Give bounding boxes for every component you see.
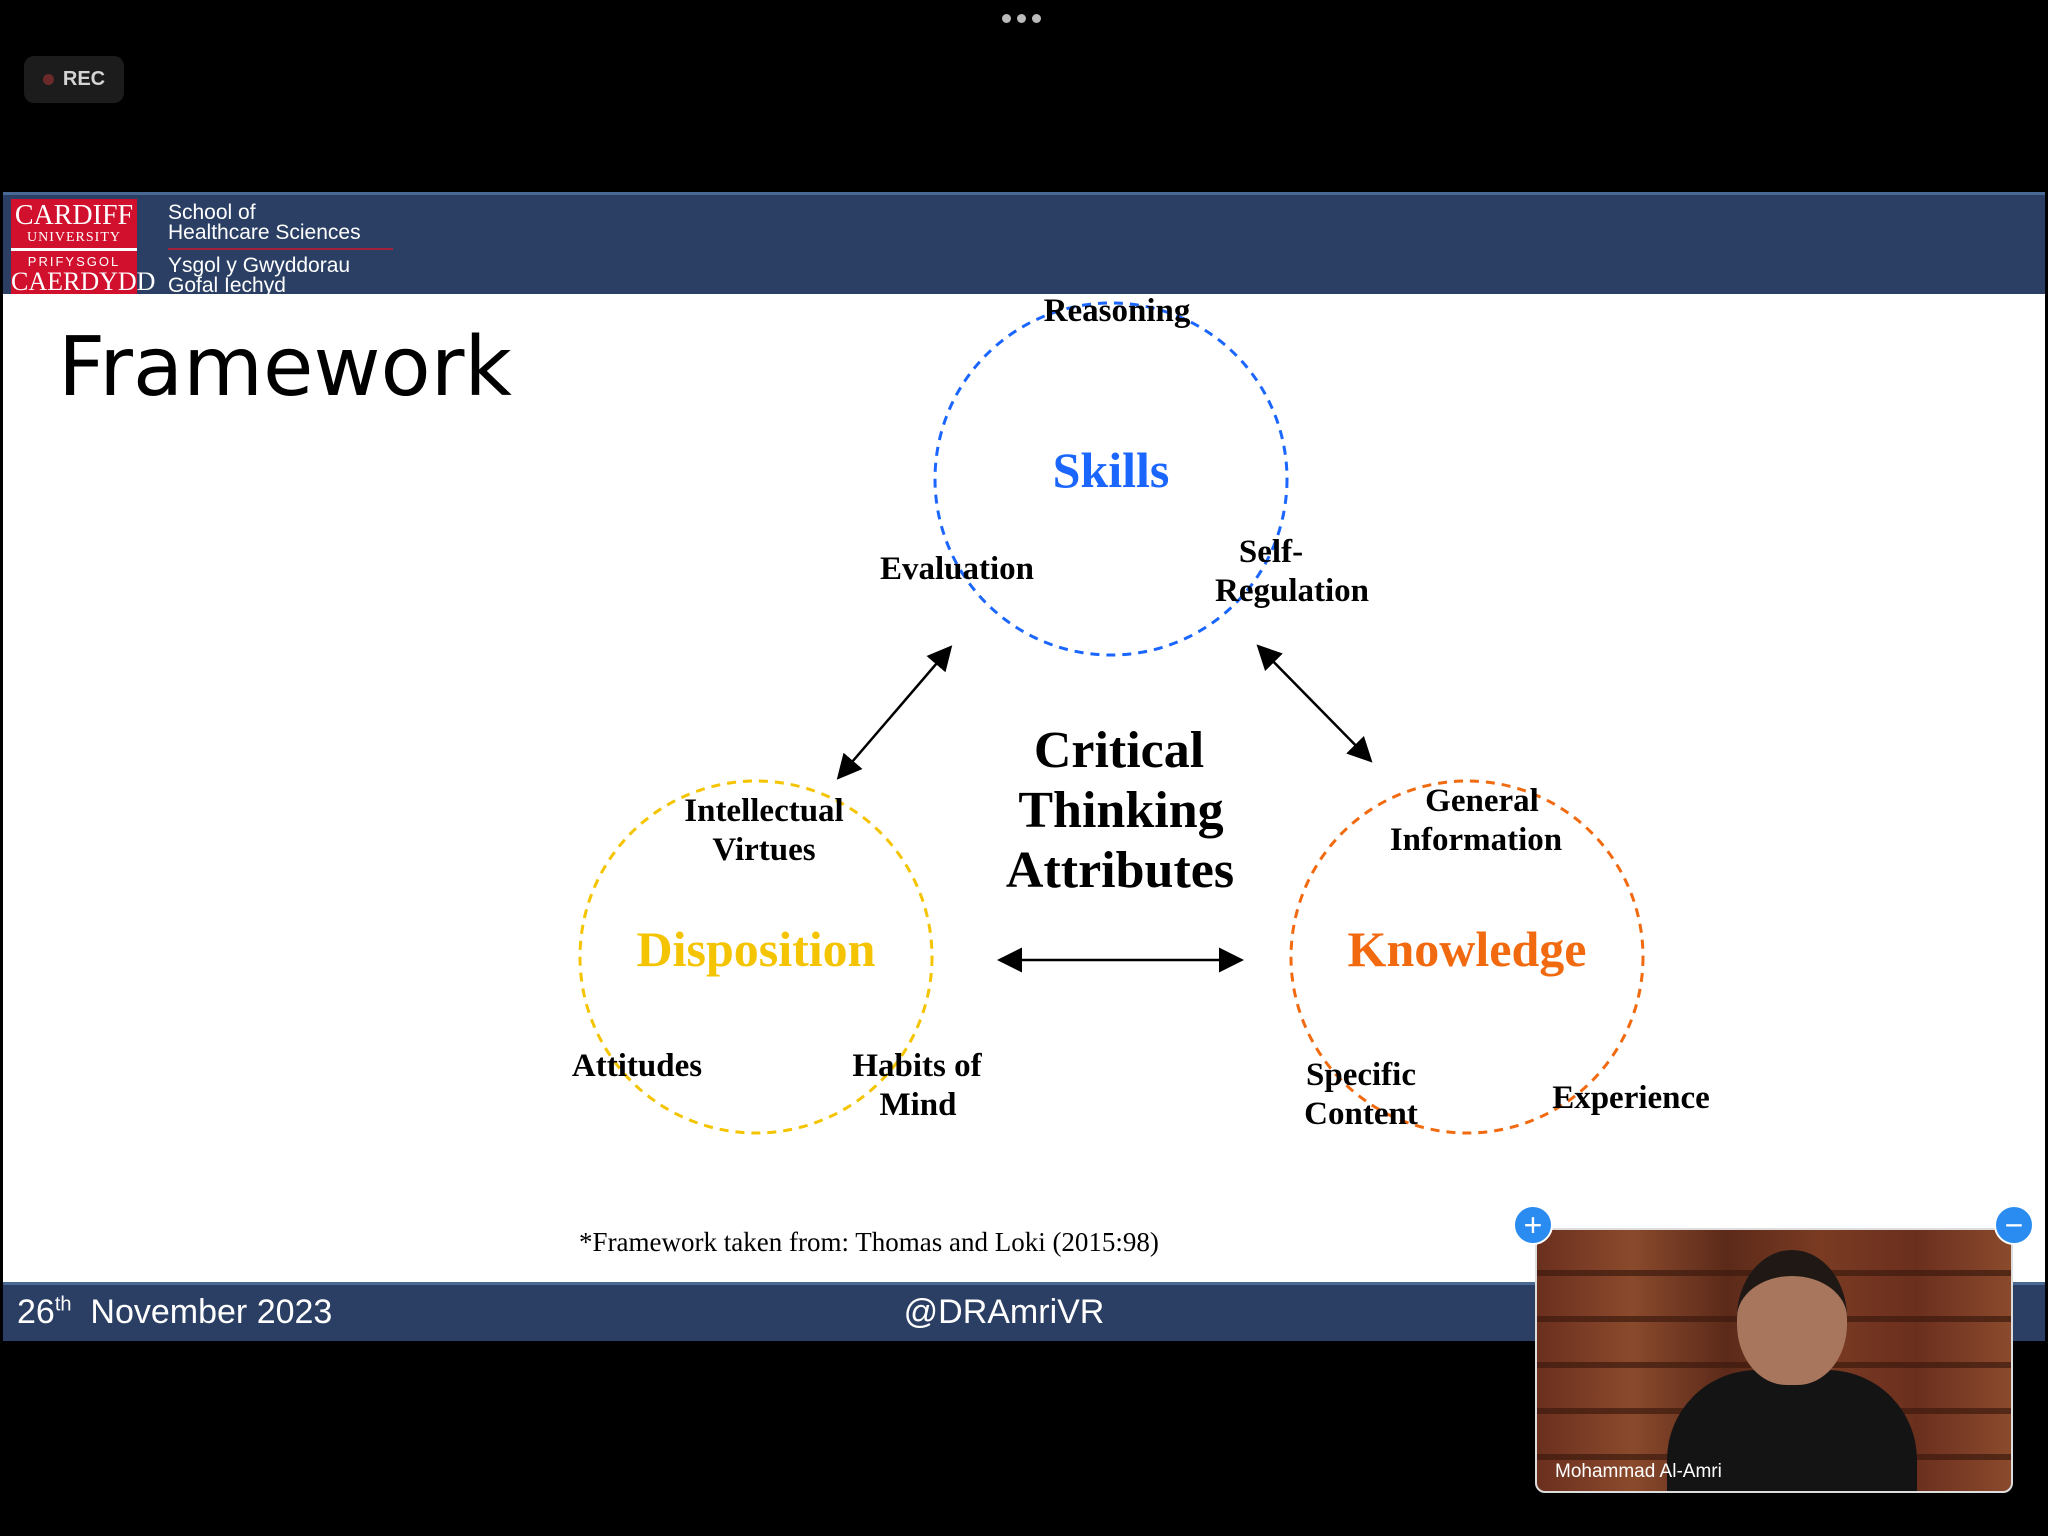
- knowledge-item-information: Information: [1390, 822, 1562, 858]
- center-line-2: Thinking: [1018, 782, 1223, 839]
- knowledge-label: Knowledge: [1348, 921, 1587, 977]
- footnote: *Framework taken from: Thomas and Loki (…: [579, 1227, 1159, 1257]
- disposition-label: Disposition: [637, 921, 876, 977]
- center-line-3: Attributes: [1006, 842, 1234, 899]
- knowledge-item-experience: Experience: [1552, 1080, 1710, 1116]
- disposition-circle: [578, 779, 934, 1135]
- center-line-1: Critical: [1034, 722, 1204, 779]
- participant-video: [1667, 1250, 1917, 1491]
- plus-icon: +: [1523, 1207, 1543, 1243]
- school-line-2: Healthcare Sciences: [168, 221, 361, 244]
- skills-item-self: Self-: [1239, 534, 1303, 570]
- disposition-item-intellectual: Intellectual: [684, 793, 843, 829]
- rec-label: REC: [62, 68, 106, 90]
- school-name: School of Healthcare Sciences Ysgol y Gw…: [168, 201, 393, 297]
- recording-indicator: REC: [24, 56, 124, 103]
- knowledge-item-general: General: [1425, 783, 1539, 819]
- slide-handle: @DRAmriVR: [903, 1293, 1105, 1331]
- school-line-3: Ysgol y Gwyddorau: [168, 254, 351, 277]
- skills-item-evaluation: Evaluation: [880, 551, 1034, 587]
- slide-title: Framework: [58, 320, 512, 415]
- arrow-skills-disposition: [836, 645, 953, 780]
- knowledge-circle: [1289, 779, 1645, 1135]
- disposition-item-virtues: Virtues: [712, 832, 815, 868]
- skills-circle: [933, 301, 1289, 657]
- disposition-item-attitudes: Attitudes: [572, 1048, 702, 1084]
- school-line-1: School of: [168, 201, 256, 224]
- school-line-4: Gofal Iechyd: [168, 274, 286, 297]
- slide-date: 26th November 2023: [17, 1293, 333, 1331]
- skills-item-regulation: Regulation: [1215, 573, 1369, 609]
- minimize-video-button[interactable]: −: [1994, 1205, 2034, 1245]
- disposition-item-habits: Habits of: [852, 1048, 982, 1084]
- participant-video-tile[interactable]: Mohammad Al-Amri: [1535, 1228, 2013, 1493]
- arrow-skills-knowledge: [1256, 644, 1373, 763]
- participant-name: Mohammad Al-Amri: [1555, 1461, 1722, 1482]
- knowledge-item-content: Content: [1304, 1096, 1418, 1132]
- more-options-icon[interactable]: [1002, 14, 1041, 23]
- skills-item-reasoning: Reasoning: [1044, 293, 1191, 329]
- enlarge-video-button[interactable]: +: [1513, 1205, 1553, 1245]
- disposition-item-mind: Mind: [879, 1087, 956, 1123]
- knowledge-item-specific: Specific: [1306, 1057, 1416, 1093]
- record-dot-icon: [42, 74, 54, 85]
- minus-icon: −: [2004, 1207, 2024, 1243]
- skills-label: Skills: [1053, 442, 1170, 498]
